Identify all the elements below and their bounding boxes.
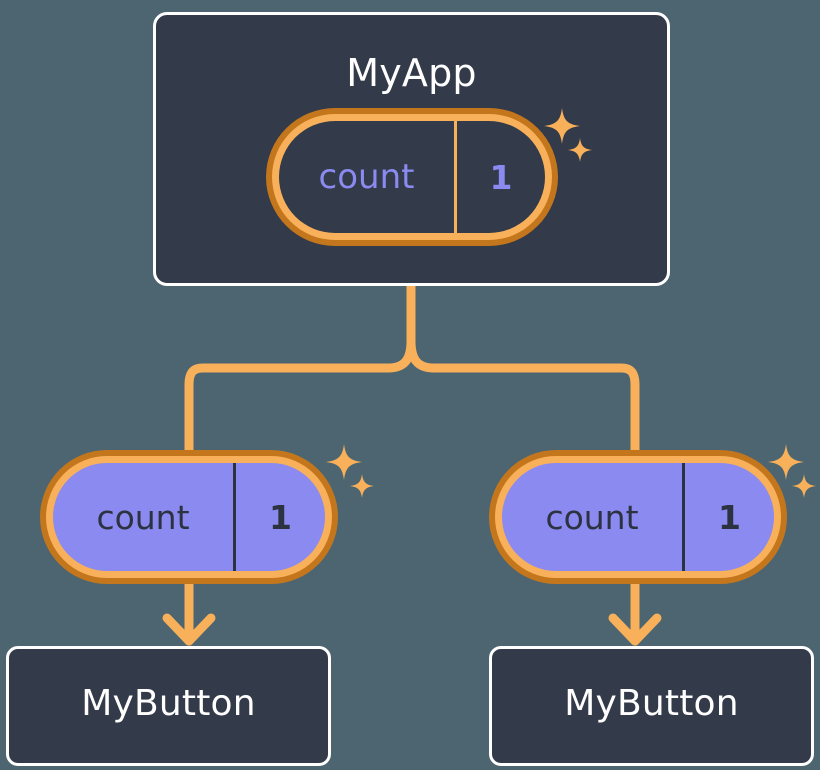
pill-body: count 1 [279, 121, 545, 233]
arrow-down-right-head-icon [608, 613, 662, 646]
component-label: MyButton [81, 683, 256, 724]
branch-connector-right-icon [406, 336, 640, 460]
arrow-down-left-head-icon [162, 613, 216, 646]
component-label: MyButton [564, 683, 739, 724]
component-card-mybutton-1[interactable]: MyButton [489, 646, 814, 766]
component-card-mybutton-0[interactable]: MyButton [6, 646, 331, 766]
state-key-label: count [318, 157, 415, 197]
pill-body: count 1 [502, 463, 774, 571]
pill-body: count 1 [53, 463, 325, 571]
sparkle-icon-small [350, 474, 374, 498]
sparkle-icon-large [326, 444, 362, 480]
state-pill-root[interactable]: count 1 [266, 108, 558, 246]
state-value-label: 1 [682, 463, 774, 571]
state-value-label: 1 [454, 121, 545, 233]
state-pill-branch-1[interactable]: count 1 [489, 450, 787, 584]
branch-connector-left-icon [184, 336, 416, 460]
state-key-label: count [545, 497, 639, 537]
state-value-label: 1 [233, 463, 325, 571]
state-pill-branch-0[interactable]: count 1 [40, 450, 338, 584]
page-title: MyApp [346, 51, 477, 95]
sparkle-icon-large [768, 444, 804, 480]
sparkle-icon-small [792, 474, 816, 498]
state-key-label: count [96, 497, 190, 537]
